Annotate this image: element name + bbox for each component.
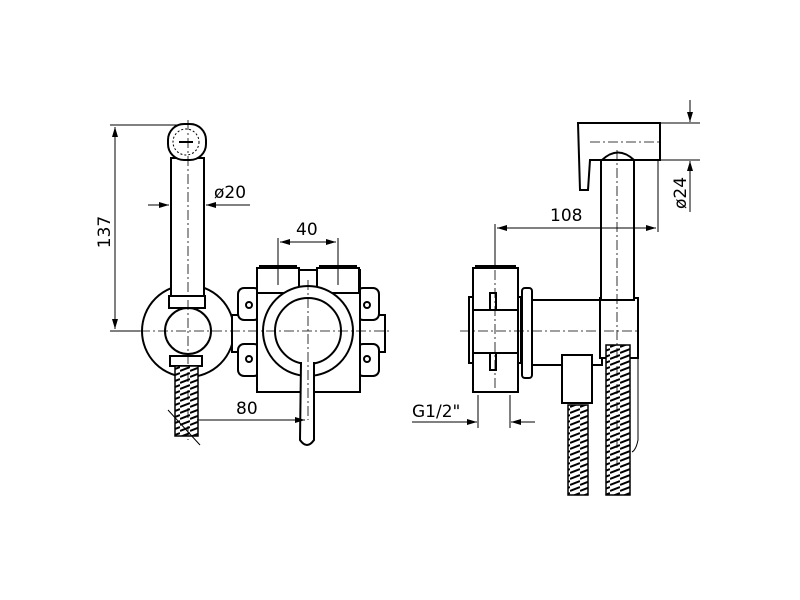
shower-hose <box>605 344 631 496</box>
inlet-body <box>472 267 519 393</box>
height-label: 137 <box>95 216 115 248</box>
diameter-20-label: ø20 <box>214 183 246 203</box>
diameter-20-dimension: ø20 <box>148 183 250 208</box>
thread-label: G1/2" <box>412 402 460 422</box>
thread-dimension: G1/2" <box>412 395 535 428</box>
flange <box>521 287 533 379</box>
offset-80-label: 80 <box>236 399 258 419</box>
diameter-24-dimension: ø24 <box>660 100 700 212</box>
diameter-24-label: ø24 <box>671 177 691 209</box>
side-view: ø24 108 G1/2" <box>412 100 700 496</box>
projection-108-label: 108 <box>550 206 582 226</box>
height-dimension: 137 <box>95 124 180 332</box>
side-handshower-body <box>600 159 635 301</box>
handshower <box>164 123 212 446</box>
lever-handle <box>298 361 315 446</box>
projection-108-dimension: 108 <box>494 160 659 266</box>
offset-80-dimension: 80 <box>197 399 305 423</box>
spacing-40-label: 40 <box>296 220 318 240</box>
outlet-elbow <box>561 354 593 404</box>
supply-hose <box>567 404 589 496</box>
front-view: 137 <box>95 120 390 446</box>
spacing-40-dimension: 40 <box>277 220 339 285</box>
